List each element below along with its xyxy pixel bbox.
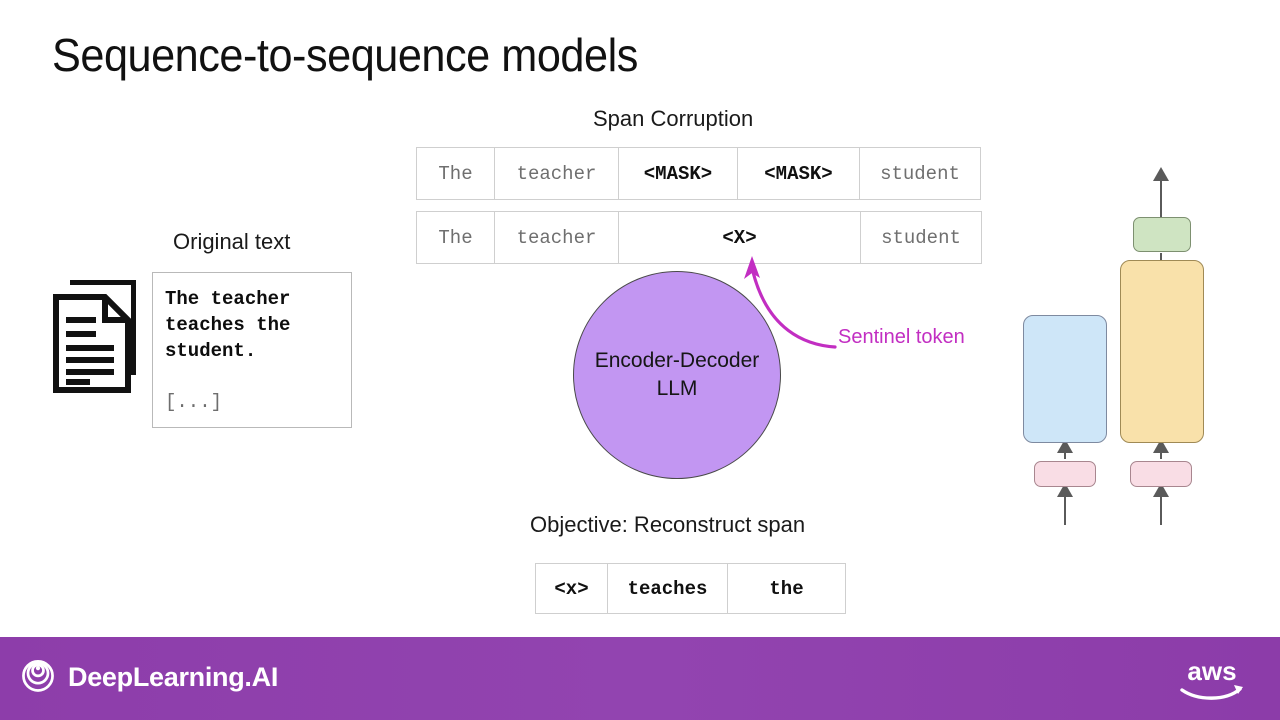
sentinel-token-annotation: Sentinel token xyxy=(838,326,965,348)
curved-arrow-icon xyxy=(735,250,845,360)
encoder-embedding-block xyxy=(1034,461,1096,487)
decoder-embedding-block xyxy=(1130,461,1192,487)
sentinel-token-cell: teacher xyxy=(494,211,619,264)
original-text-label: Original text xyxy=(173,229,291,254)
target-token-cell: <x> xyxy=(535,563,608,614)
target-token-cell: teaches xyxy=(607,563,728,614)
corrupted-token-cell: The xyxy=(416,147,495,200)
original-text-box: The teacher teaches the student. [...] xyxy=(152,272,352,428)
decoder-block xyxy=(1120,260,1204,443)
page-title: Sequence-to-sequence models xyxy=(52,29,638,81)
original-text-body: The teacher teaches the student. xyxy=(165,288,291,362)
output-block xyxy=(1133,217,1191,252)
aws-logo: aws xyxy=(1174,656,1250,701)
corrupted-token-cell: <MASK> xyxy=(618,147,738,200)
aws-wordmark: aws xyxy=(1187,657,1236,686)
corrupted-token-cell: student xyxy=(859,147,981,200)
footer-bar: DeepLearning.AI aws xyxy=(0,637,1280,720)
encoder-decoder-architecture-diagram xyxy=(1000,165,1230,540)
span-corruption-label: Span Corruption xyxy=(593,106,754,131)
corrupted-token-cell: teacher xyxy=(494,147,619,200)
sentinel-token-cell: <X> xyxy=(618,211,861,264)
deeplearning-ai-wordmark: DeepLearning.AI xyxy=(68,662,279,692)
original-text-ellipsis: [...] xyxy=(165,391,223,413)
deeplearning-spiral-icon xyxy=(18,655,58,700)
encoder-block xyxy=(1023,315,1107,443)
objective-label: Objective: Reconstruct span xyxy=(530,512,806,537)
encoder-decoder-llm-circle: Encoder-Decoder LLM xyxy=(573,271,781,479)
sentinel-token-cell: The xyxy=(416,211,495,264)
circle-label-line1: Encoder-Decoder xyxy=(594,349,760,372)
circle-label-line2: LLM xyxy=(656,377,698,400)
deeplearning-ai-logo: DeepLearning.AI xyxy=(18,655,278,700)
sentinel-token-cell: student xyxy=(860,211,982,264)
corrupted-token-cell: <MASK> xyxy=(737,147,860,200)
target-token-cell: the xyxy=(727,563,846,614)
aws-smile-icon xyxy=(1234,685,1243,694)
documents-icon xyxy=(50,275,142,395)
